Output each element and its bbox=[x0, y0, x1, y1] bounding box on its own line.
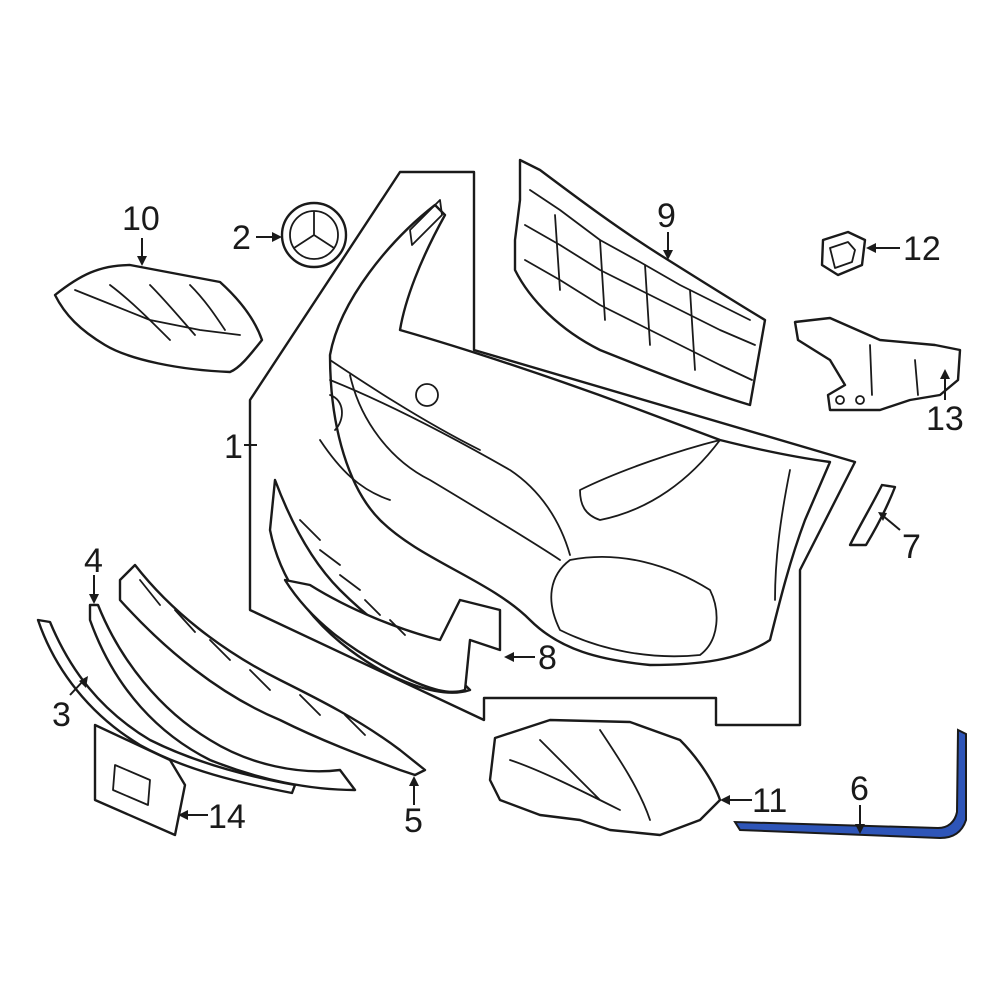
part-10-fog-lamp-trim[interactable] bbox=[53, 263, 264, 374]
part-11-air-guide[interactable] bbox=[488, 718, 722, 837]
callout-11: 11 bbox=[752, 782, 787, 820]
part-4-trim-strip[interactable] bbox=[88, 603, 357, 792]
callout-6: 6 bbox=[850, 770, 869, 808]
part-8-lower-grille[interactable] bbox=[268, 478, 502, 694]
callout-1: 1 bbox=[224, 428, 243, 466]
callout-14: 14 bbox=[208, 798, 246, 836]
callout-3: 3 bbox=[52, 696, 71, 734]
part-7-side-molding[interactable] bbox=[848, 483, 897, 547]
callout-9: 9 bbox=[657, 197, 676, 235]
callout-7: 7 bbox=[902, 528, 921, 566]
part-2-emblem[interactable] bbox=[280, 201, 348, 269]
part-1-bumper-cover[interactable] bbox=[319, 199, 832, 667]
part-5-absorber[interactable] bbox=[118, 563, 427, 777]
arrowheads bbox=[79, 232, 950, 834]
callout-8: 8 bbox=[538, 639, 557, 677]
part-14-license-bracket[interactable] bbox=[93, 723, 187, 837]
part-6-highlighted-molding[interactable] bbox=[733, 728, 967, 840]
callout-2: 2 bbox=[232, 219, 251, 257]
part-13-bracket[interactable] bbox=[793, 316, 962, 412]
callout-labels: 1 2 3 4 5 6 7 8 9 10 11 12 13 14 bbox=[52, 197, 964, 840]
callout-4: 4 bbox=[84, 542, 103, 580]
callout-5: 5 bbox=[404, 802, 423, 840]
part-6-shape bbox=[733, 728, 967, 840]
part-9-grille-reinforcement[interactable] bbox=[513, 158, 767, 407]
callout-13: 13 bbox=[926, 400, 964, 438]
callout-10: 10 bbox=[122, 200, 160, 238]
part-3-lower-molding[interactable] bbox=[36, 618, 297, 795]
callout-12: 12 bbox=[903, 230, 941, 268]
part-12-clip[interactable] bbox=[820, 230, 867, 277]
